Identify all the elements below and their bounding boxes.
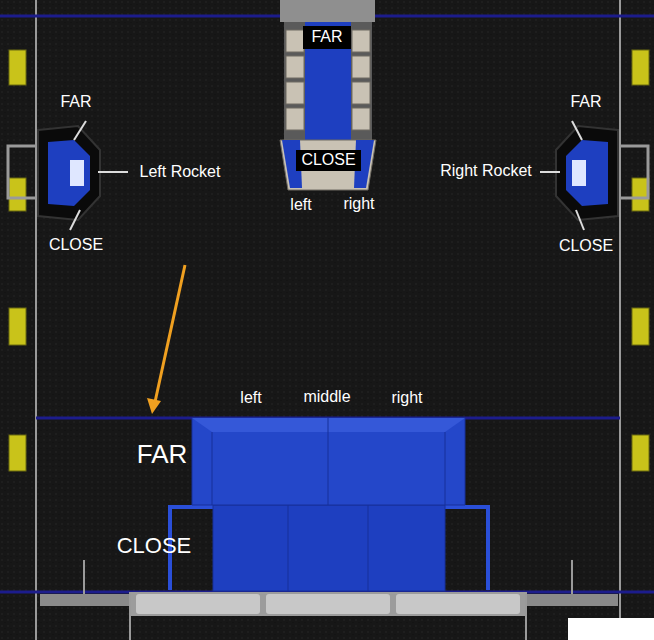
side-label: right (343, 195, 374, 213)
pointer-arrow (147, 265, 185, 414)
right-rocket (540, 121, 648, 230)
driver-station (40, 560, 618, 640)
position-label: left (240, 389, 261, 407)
level-label: FAR (137, 440, 188, 470)
rocket-end-label: FAR (60, 93, 91, 111)
rocket-end-label: FAR (570, 93, 601, 111)
side-label: left (290, 196, 311, 214)
rocket-name: Right Rocket (440, 162, 532, 180)
position-label: middle (303, 388, 350, 406)
cargo-ship (280, 0, 376, 190)
label-box: FAR (303, 26, 351, 49)
label-text: FAR (311, 28, 343, 46)
rocket-name: Left Rocket (140, 163, 221, 181)
rocket-end-label: CLOSE (49, 236, 103, 254)
level-label: CLOSE (117, 533, 192, 558)
label-box: CLOSE (296, 150, 361, 171)
side-wall (35, 0, 37, 640)
side-wall (619, 0, 621, 640)
left-rocket (8, 121, 128, 230)
hab-platform (170, 418, 488, 591)
position-label: right (391, 389, 422, 407)
rocket-end-label: CLOSE (559, 237, 613, 255)
label-text: CLOSE (301, 151, 356, 169)
corner-patch (568, 618, 654, 640)
